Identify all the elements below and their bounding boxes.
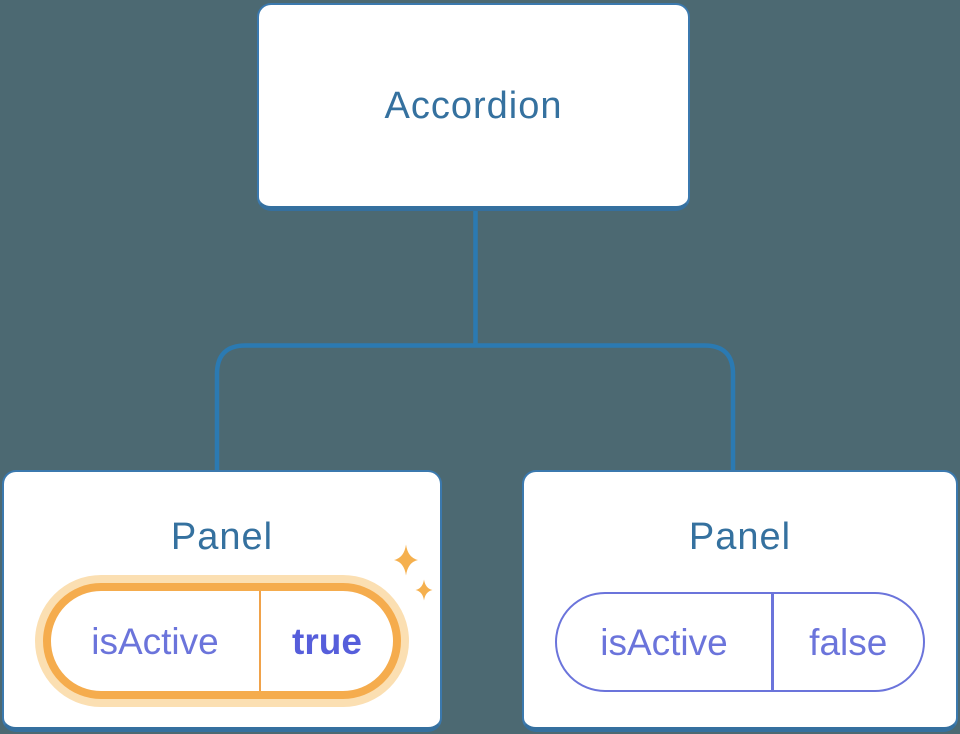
state-pill-inactive: isActive false <box>555 592 925 692</box>
panel-title: Panel <box>170 516 274 558</box>
sparkle-icon <box>415 579 433 601</box>
accordion-label: Accordion <box>384 84 563 127</box>
pill-divider <box>259 591 261 691</box>
sparkles-icon <box>394 544 433 601</box>
state-value-label: false <box>809 621 888 663</box>
panel-title: Panel <box>688 516 792 558</box>
state-key-label: isActive <box>600 621 728 663</box>
state-pill-active: isActive true <box>43 583 401 699</box>
state-value-label: true <box>292 620 362 662</box>
panel-node-inactive: Panel isActive false <box>522 470 958 732</box>
sparkle-icon <box>394 544 418 576</box>
state-key-label: isActive <box>91 620 219 662</box>
panel-node-active: Panel isActive true <box>2 470 442 732</box>
accordion-node: Accordion <box>257 3 690 211</box>
pill-divider <box>771 594 774 690</box>
